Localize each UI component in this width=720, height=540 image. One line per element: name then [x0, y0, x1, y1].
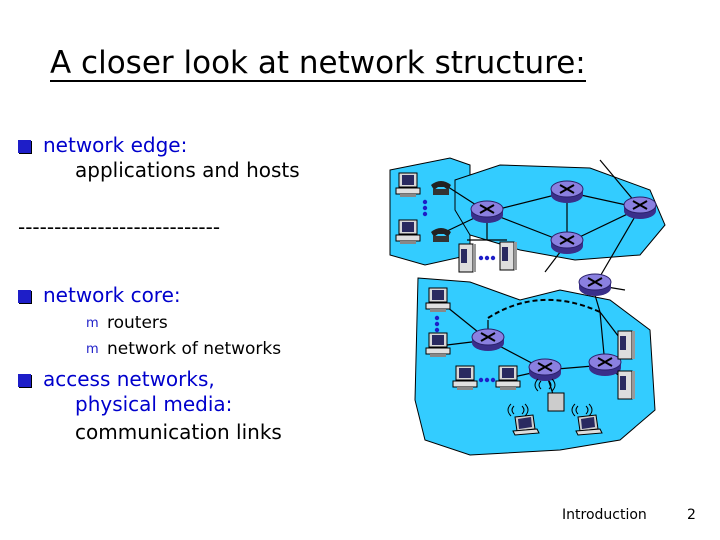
host-computer-icon	[452, 365, 478, 391]
router-icon	[578, 273, 612, 297]
ellipsis-dots-icon	[478, 377, 496, 383]
sub-bullet-icon: m	[86, 316, 99, 331]
bullet-icon	[18, 290, 31, 303]
separator: ----------------------------	[18, 215, 221, 239]
host-computer-icon	[395, 172, 421, 198]
bullet-icon	[18, 140, 31, 153]
host-computer-icon	[395, 219, 421, 245]
access-label-line1: access networks,	[43, 367, 215, 391]
server-icon	[458, 243, 477, 273]
router-icon	[588, 353, 622, 377]
router-icon	[623, 196, 657, 220]
router-icon	[550, 231, 584, 255]
ellipsis-dots-icon	[478, 255, 496, 261]
edge-description: applications and hosts	[75, 158, 300, 182]
router-icon	[470, 200, 504, 224]
core-item-network-of-networks: network of networks	[107, 339, 282, 359]
ellipsis-dots-icon	[422, 199, 428, 217]
router-icon	[471, 328, 505, 352]
sub-bullet-icon: m	[86, 342, 99, 357]
server-icon	[617, 370, 636, 400]
dashed-link	[487, 298, 601, 319]
access-label-line3: communication links	[75, 420, 282, 444]
core-item-routers: routers	[107, 313, 168, 333]
access-point-icon	[547, 392, 565, 412]
server-icon	[499, 241, 518, 271]
page-number: 2	[687, 507, 696, 523]
router-icon	[550, 180, 584, 204]
ellipsis-dots-icon	[434, 315, 440, 333]
isp-network-cloud	[454, 164, 666, 261]
server-icon	[617, 330, 636, 360]
core-label: network core:	[43, 283, 181, 307]
footer-section-name: Introduction	[562, 507, 647, 523]
bullet-icon	[18, 374, 31, 387]
host-computer-icon	[425, 332, 451, 358]
host-computer-icon	[495, 365, 521, 391]
host-computer-icon	[425, 287, 451, 313]
slide-title: A closer look at network structure:	[50, 45, 586, 82]
router-icon	[528, 358, 562, 382]
edge-label: network edge:	[43, 133, 188, 157]
access-label-line2: physical media:	[75, 392, 233, 416]
